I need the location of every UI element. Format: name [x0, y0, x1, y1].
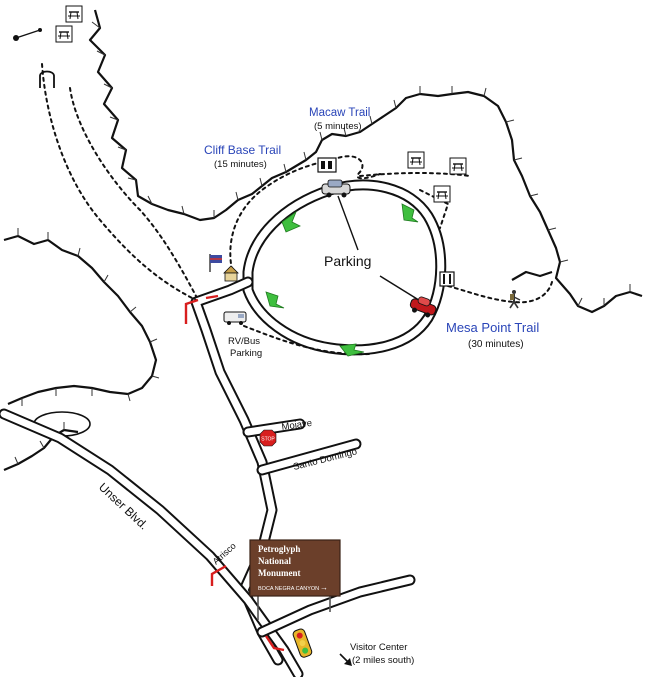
turn-marker	[205, 294, 219, 300]
mesa-hatch-southwest	[14, 422, 65, 465]
picnic-table-icon	[65, 5, 83, 23]
sign-line-1: Petroglyph	[258, 544, 300, 554]
north-trail	[69, 87, 197, 297]
picnic-table-icon	[407, 151, 425, 169]
parking-leader-line	[337, 195, 359, 251]
car-icon	[409, 296, 437, 318]
mesa-hatch-north	[91, 21, 631, 307]
mesa-point-trail-label: Mesa Point Trail	[446, 320, 539, 335]
direction-arrow	[401, 203, 419, 223]
mesa-edge-west	[3, 234, 158, 406]
rv-bus-parking-label: Parking	[230, 348, 262, 359]
picnic-table-icon	[449, 157, 467, 175]
turn-markers	[184, 294, 285, 652]
direction-arrow	[281, 210, 301, 233]
car-icon	[321, 179, 351, 198]
north-arrow-icon	[339, 653, 352, 666]
escarpment-ridges	[3, 9, 643, 472]
macaw-trail-path	[331, 155, 381, 180]
sign-line-4: BOCA NEGRA CANYON	[258, 586, 319, 592]
mesa-edge-north	[88, 9, 643, 314]
restroom-icon	[439, 271, 455, 287]
mesa-edge-east	[511, 270, 553, 281]
picnic-trail	[359, 172, 471, 177]
sign-line-3: Monument	[258, 568, 301, 578]
turn-marker	[184, 298, 199, 324]
mesa-hatch-west	[17, 228, 160, 406]
rv-icon	[223, 311, 247, 325]
flag-icon	[209, 254, 222, 272]
traffic-light-icon	[292, 628, 313, 658]
shelter-icon	[223, 265, 239, 282]
mesa-point-trail-duration: (30 minutes)	[468, 339, 524, 350]
direction-arrows	[265, 203, 419, 357]
roads	[0, 179, 447, 677]
turn-marker	[210, 564, 227, 586]
hiker-icon	[509, 290, 521, 309]
cliff-base-trail-duration: (15 minutes)	[214, 159, 267, 170]
macaw-trail-duration: (5 minutes)	[314, 121, 362, 132]
direction-arrow	[265, 291, 285, 309]
macaw-trail-label: Macaw Trail	[309, 107, 370, 119]
picnic-table-icon	[55, 25, 73, 43]
sign-arrow: →	[320, 583, 328, 592]
stop-sign-icon: STOP	[259, 429, 277, 447]
visitor-center-label: Visitor Center	[350, 642, 407, 653]
shelter-icon	[39, 70, 55, 88]
picnic-table-icon	[433, 185, 451, 203]
east-picnic-trail	[419, 189, 450, 229]
stop-sign-text: STOP	[261, 437, 275, 443]
turn-marker	[265, 635, 285, 652]
northwest-trail	[41, 63, 197, 301]
north-arrow-icon	[13, 28, 42, 41]
unser-blvd-label: Unser Blvd.	[96, 480, 151, 533]
park-entrance-sign: Petroglyph National Monument BOCA NEGRA …	[249, 539, 341, 620]
parking-leader-line	[379, 275, 423, 303]
rv-bus-label: RV/Bus	[228, 336, 260, 347]
direction-arrow	[339, 343, 365, 357]
mojave-street-label: Mojave	[281, 418, 313, 433]
restroom-icon	[317, 157, 337, 173]
visitor-center-distance: (2 miles south)	[352, 655, 414, 666]
parking-label: Parking	[324, 253, 371, 269]
cliff-base-trail-path	[229, 159, 333, 271]
mesa-point-trail-path	[447, 281, 553, 304]
cliff-base-trail-label: Cliff Base Trail	[204, 143, 281, 157]
sign-line-2: National	[258, 556, 292, 566]
